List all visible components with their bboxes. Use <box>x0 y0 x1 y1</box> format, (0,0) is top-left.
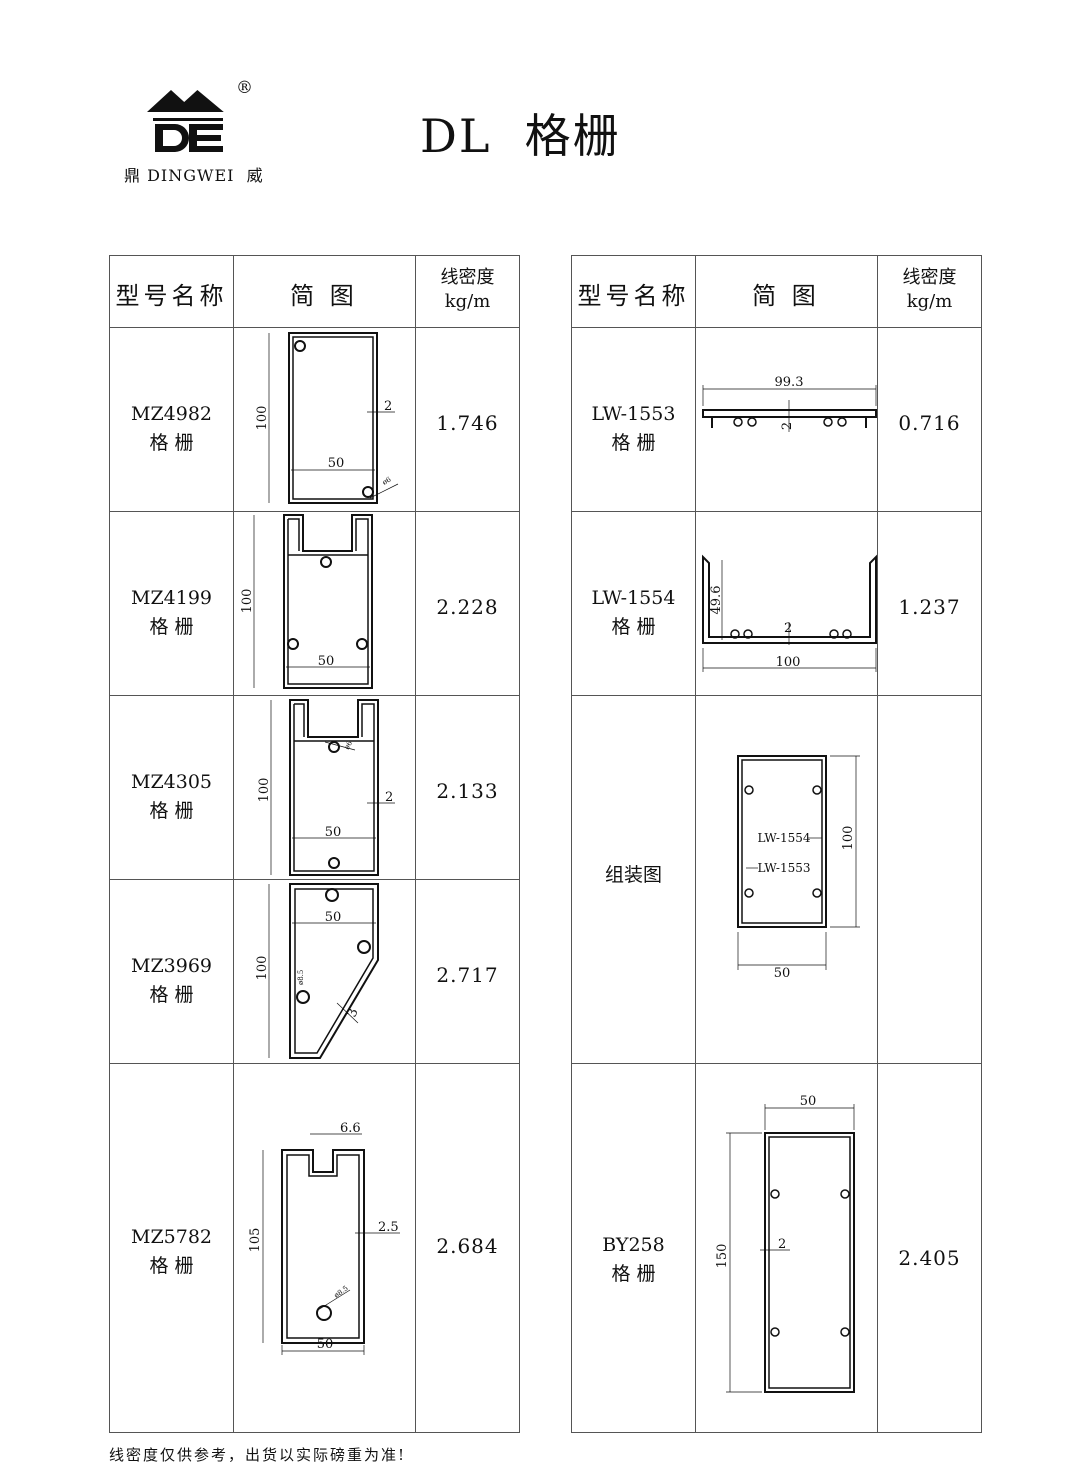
table-row-model: MZ5782 格 栅 <box>110 1223 233 1281</box>
profile-drawing-lw1553: 99.3 2 <box>702 375 877 432</box>
dim-diameter: ø8.5 <box>297 970 305 985</box>
brand-name: 鼎 DINGWEI 威 <box>124 166 264 185</box>
dim-wall: 2 <box>778 1237 786 1252</box>
density-value: 2.228 <box>436 595 499 619</box>
dim-width: 50 <box>325 825 342 840</box>
header-density: 线密度 kg/m <box>415 266 520 314</box>
dim-wall: 3 <box>345 1006 362 1019</box>
dim-wall: 2 <box>384 399 392 414</box>
dim-height: 100 <box>255 956 270 981</box>
dim-height: 100 <box>841 826 856 851</box>
dim-wall: 2 <box>385 790 393 805</box>
profile-drawing-mz4305: 100 50 2 ø6 <box>257 699 395 876</box>
profile-drawing-mz4199: 100 50 <box>240 514 373 689</box>
table-row-model: BY258 格 栅 <box>572 1231 695 1289</box>
model-code: MZ5782 <box>130 1226 212 1248</box>
density-value: 2.684 <box>436 1234 499 1258</box>
footer-note: 线密度仅供参考，出货以实际磅重为准! <box>109 1446 407 1464</box>
assembly-label-lw1554: LW-1554 <box>758 831 811 845</box>
header-density-unit: kg/m <box>906 291 953 312</box>
header-density-label: 线密度 <box>902 267 957 288</box>
density-value: 1.746 <box>436 411 499 435</box>
density-value: 0.716 <box>898 411 961 435</box>
dim-wall: 2 <box>780 422 795 430</box>
header-diagram: 简 图 <box>290 282 358 310</box>
dim-height: 49.6 <box>709 586 724 615</box>
dim-height: 100 <box>240 589 255 614</box>
dim-diameter: ø6 <box>343 739 355 751</box>
model-code: MZ3969 <box>130 955 212 977</box>
header-density-unit: kg/m <box>444 291 491 312</box>
model-name: 格 栅 <box>149 800 194 822</box>
table-row-model: LW-1553 格 栅 <box>572 400 695 458</box>
table-row-model: MZ4199 格 栅 <box>110 584 233 642</box>
dingwei-logo <box>147 90 224 152</box>
model-code: BY258 <box>602 1234 665 1256</box>
table-row-model: MZ4305 格 栅 <box>110 768 233 826</box>
profile-drawing-mz3969: 100 50 3 ø8.5 <box>255 883 379 1059</box>
dim-wall: 2 <box>784 621 792 636</box>
model-name: 格 栅 <box>149 616 194 638</box>
model-code: MZ4305 <box>130 771 212 793</box>
model-code: MZ4199 <box>130 587 212 609</box>
model-name: 格 栅 <box>611 616 656 638</box>
assembly-label-lw1553: LW-1553 <box>758 861 811 875</box>
dim-width: 50 <box>774 966 791 981</box>
header-density-label: 线密度 <box>440 267 495 288</box>
dim-diameter: ø6 <box>381 475 393 487</box>
dim-height: 100 <box>257 778 272 803</box>
model-name: 格 栅 <box>149 1255 194 1277</box>
density-value: 2.405 <box>898 1246 961 1270</box>
model-code: LW-1553 <box>591 403 676 425</box>
model-name: 格 栅 <box>611 1263 656 1285</box>
assembly-drawing: LW-1554 LW-1553 100 50 <box>737 755 860 981</box>
table-row-model: LW-1554 格 栅 <box>572 584 695 642</box>
density-value: 2.717 <box>436 963 499 987</box>
dim-height: 105 <box>248 1228 263 1253</box>
dim-height: 100 <box>255 406 270 431</box>
header-density: 线密度 kg/m <box>877 266 982 314</box>
header-model: 型号名称 <box>577 282 690 310</box>
table-row-model: MZ3969 格 栅 <box>110 952 233 1010</box>
page-title: DL 格栅 <box>420 109 621 163</box>
dim-width: 50 <box>800 1094 817 1109</box>
assembly-label: 组装图 <box>604 864 662 886</box>
header-model: 型号名称 <box>115 282 228 310</box>
registered-mark: ® <box>236 78 253 98</box>
dim-width: 50 <box>318 654 335 669</box>
dim-width: 99.3 <box>775 375 804 390</box>
model-name: 格 栅 <box>149 984 194 1006</box>
dim-width: 50 <box>325 910 342 925</box>
profile-drawing-mz4982: 100 50 2 ø6 <box>255 332 399 504</box>
dim-slot: 6.6 <box>340 1121 361 1136</box>
dim-width: 50 <box>328 456 345 471</box>
right-table: 型号名称 简 图 线密度 kg/m LW-1553 格 栅 0.716 LW-155… <box>571 255 982 1433</box>
header-diagram: 简 图 <box>752 282 820 310</box>
dim-width: 100 <box>776 655 801 670</box>
dim-width: 50 <box>317 1337 334 1352</box>
dim-wall: 2.5 <box>378 1220 399 1235</box>
dim-diameter: ø8.5 <box>333 1284 350 1299</box>
profile-drawing-mz5782: 105 50 6.6 2.5 ø8.5 <box>248 1121 400 1355</box>
model-name: 格 栅 <box>149 432 194 454</box>
profile-drawing-lw1554: 49.6 100 2 <box>702 554 877 672</box>
density-value: 2.133 <box>436 779 499 803</box>
table-row-model: MZ4982 格 栅 <box>110 400 233 458</box>
dim-height: 150 <box>715 1244 730 1269</box>
model-code: MZ4982 <box>130 403 212 425</box>
profile-drawing-by258: 50 150 2 <box>715 1094 855 1393</box>
density-value: 1.237 <box>898 595 961 619</box>
model-code: LW-1554 <box>591 587 676 609</box>
model-name: 格 栅 <box>611 432 656 454</box>
left-table: 型号名称 简 图 线密度 kg/m MZ4982 格 栅 1.746 MZ4199 格… <box>109 255 520 1433</box>
